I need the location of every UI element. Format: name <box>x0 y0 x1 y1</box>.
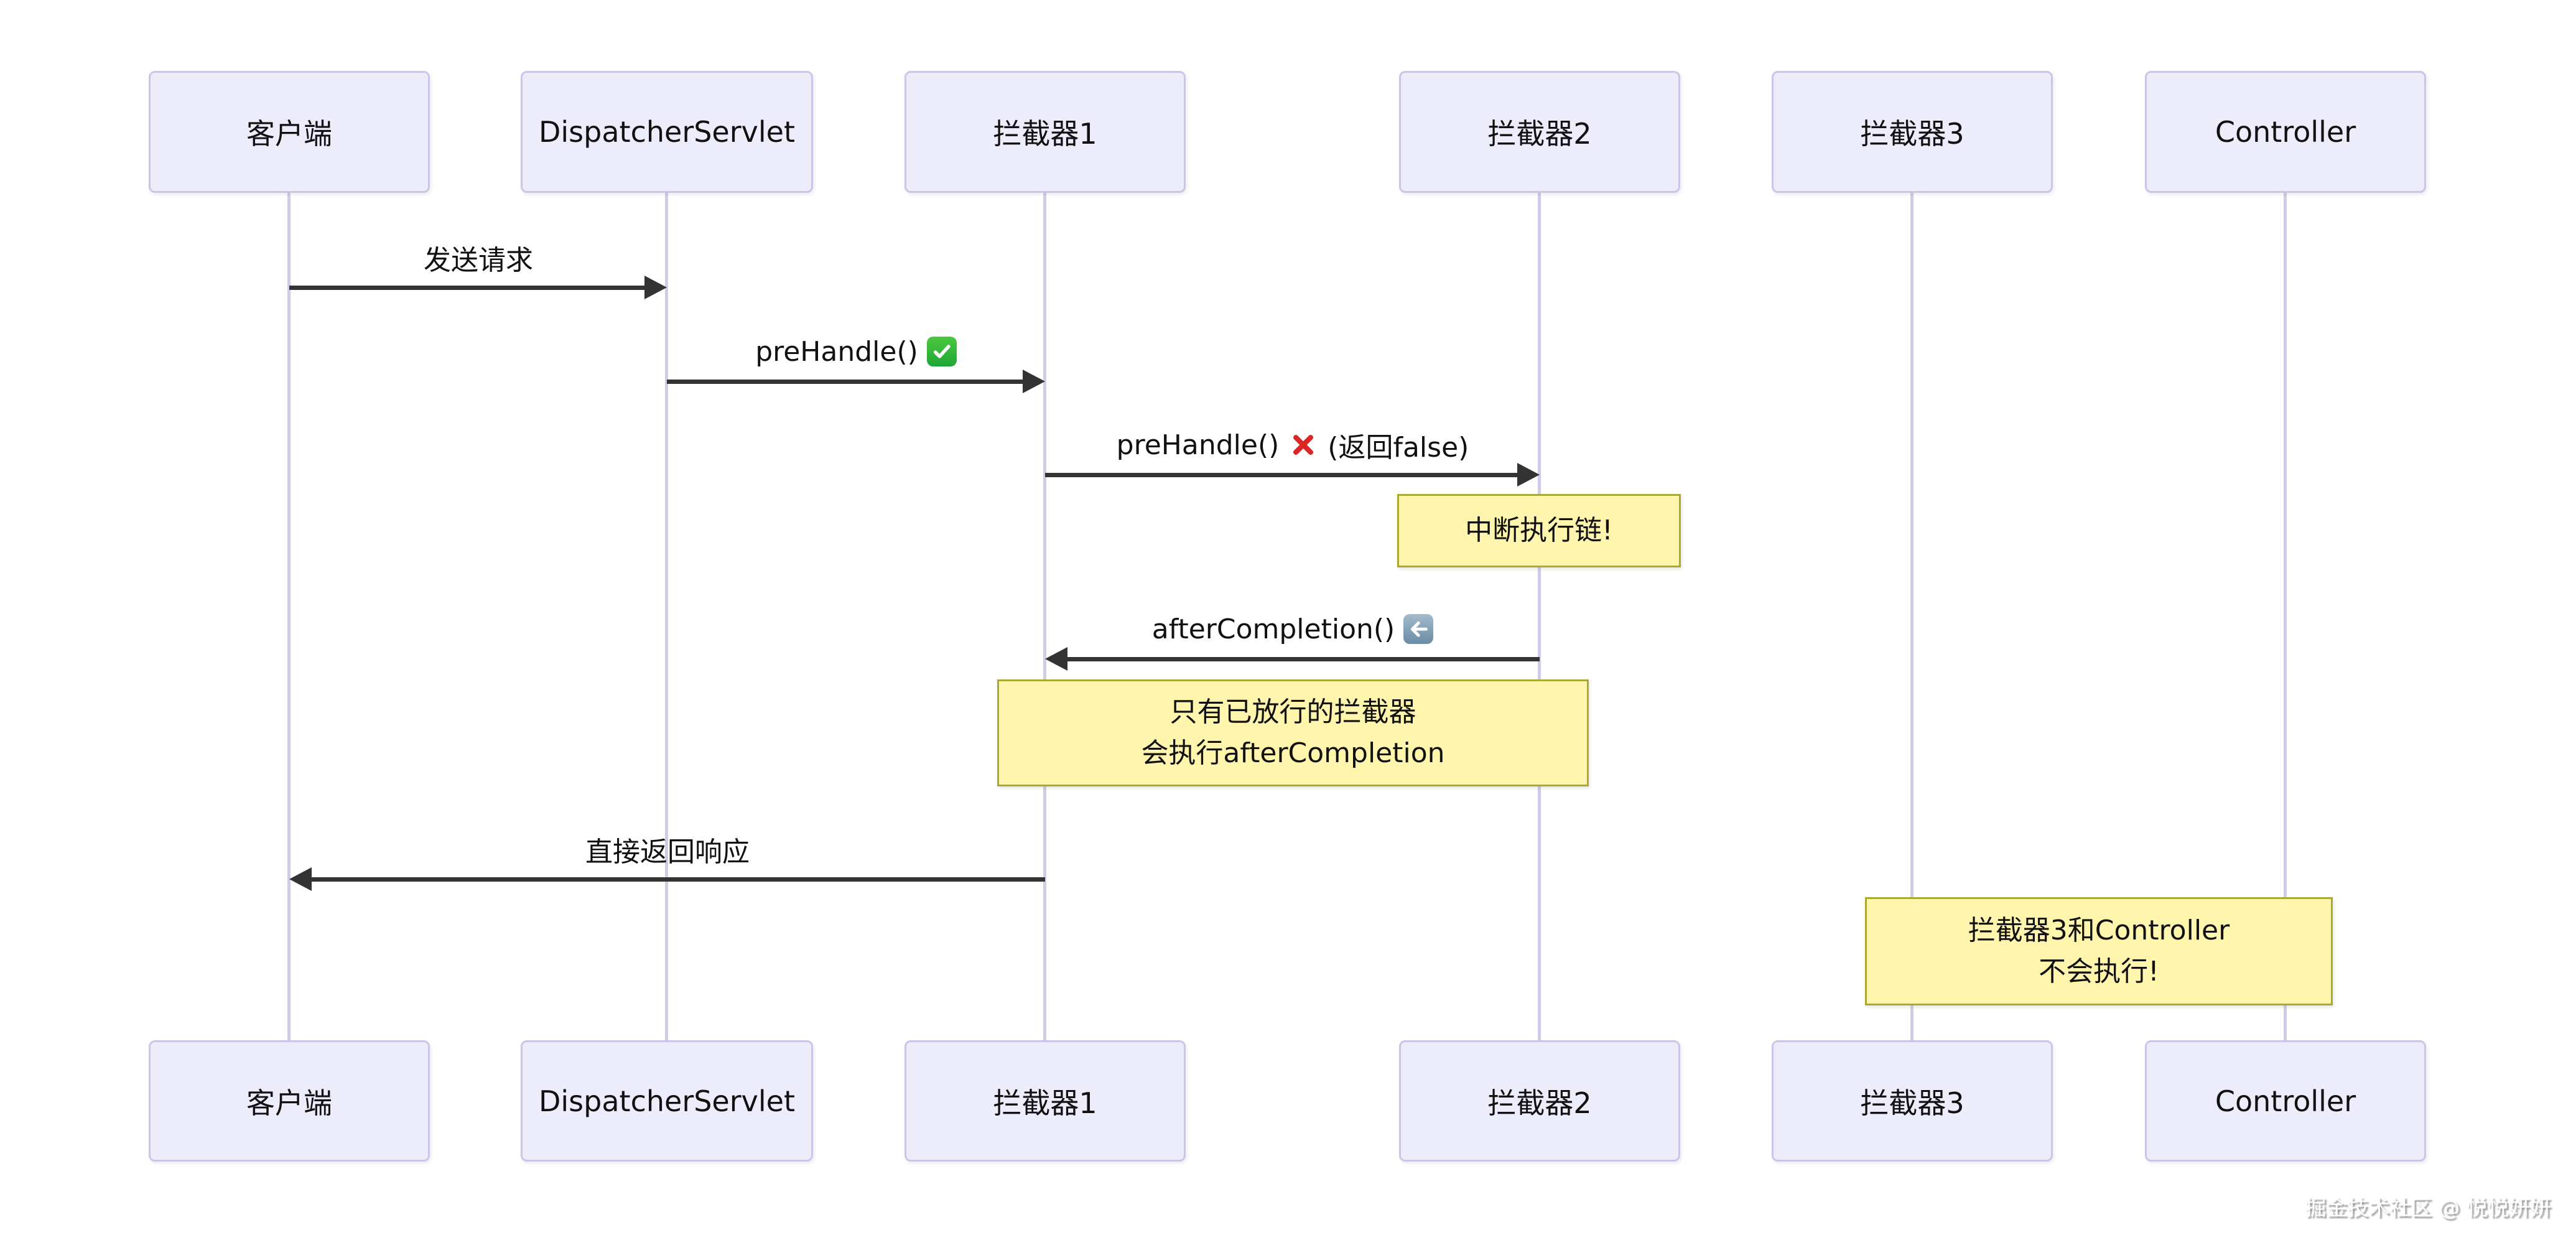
participant-top-interceptor1: 拦截器1 <box>904 71 1186 193</box>
participant-bottom-interceptor3: 拦截器3 <box>1772 1040 2053 1162</box>
arrowhead-right-icon <box>644 276 667 299</box>
lifeline-client <box>287 192 291 1040</box>
note-interrupt-chain: 中断执行链! <box>1397 494 1681 567</box>
participant-top-interceptor3: 拦截器3 <box>1772 71 2053 193</box>
note-text: 拦截器3和Controller <box>1968 915 2230 946</box>
blue-left-arrow-icon <box>1403 614 1434 644</box>
participant-label: 拦截器3 <box>1860 117 1965 151</box>
message-label-send-request: 发送请求 <box>198 238 758 277</box>
participant-bottom-controller: Controller <box>2145 1040 2426 1162</box>
participant-top-controller: Controller <box>2145 71 2426 193</box>
participant-bottom-client: 客户端 <box>149 1040 430 1162</box>
participant-label: Controller <box>2215 115 2356 149</box>
participant-bottom-interceptor1: 拦截器1 <box>904 1040 1186 1162</box>
lifeline-interceptor3 <box>1910 192 1913 1040</box>
message-text: 发送请求 <box>424 245 533 276</box>
participant-label: 拦截器2 <box>1487 1086 1592 1120</box>
arrowhead-left-icon <box>289 867 312 891</box>
lifeline-controller <box>2284 192 2287 1040</box>
participant-top-dispatcherservlet: DispatcherServlet <box>521 71 813 193</box>
note-text: 不会执行! <box>2039 956 2159 987</box>
message-arrow-send-request <box>289 286 647 290</box>
message-arrow-prehandle-fail <box>1045 473 1520 477</box>
participant-label: 客户端 <box>246 117 332 151</box>
note-not-executed: 拦截器3和Controller 不会执行! <box>1865 897 2333 1005</box>
participant-top-interceptor2: 拦截器2 <box>1399 71 1680 193</box>
message-text: preHandle() <box>1116 429 1280 461</box>
participant-label: 客户端 <box>246 1086 332 1120</box>
participant-label: DispatcherServlet <box>538 115 795 149</box>
participant-label: 拦截器3 <box>1860 1086 1965 1120</box>
participant-label: DispatcherServlet <box>538 1084 795 1118</box>
participant-label: 拦截器1 <box>993 117 1097 151</box>
participant-bottom-interceptor2: 拦截器2 <box>1399 1040 1680 1162</box>
note-text: 只有已放行的拦截器 <box>1169 696 1416 728</box>
participant-label: Controller <box>2215 1084 2356 1118</box>
green-check-icon <box>926 337 957 366</box>
participant-label: 拦截器1 <box>993 1086 1097 1120</box>
arrowhead-left-icon <box>1045 647 1067 671</box>
message-suffix: (返回false) <box>1328 432 1469 464</box>
lifeline-dispatcherservlet <box>665 192 668 1040</box>
message-label-prehandle-pass: preHandle() <box>576 332 1136 371</box>
message-label-aftercompletion: afterCompletion() <box>1013 609 1573 649</box>
lifeline-interceptor2 <box>1538 192 1541 1040</box>
participant-bottom-dispatcherservlet: DispatcherServlet <box>521 1040 813 1162</box>
red-cross-icon <box>1288 429 1319 460</box>
message-arrow-aftercompletion <box>1065 657 1540 661</box>
message-arrow-prehandle-pass <box>667 380 1025 384</box>
message-arrow-return-response <box>309 877 1045 882</box>
watermark: 掘金技术社区 @ 悦悦妍妍 <box>2305 1196 2551 1221</box>
participant-label: 拦截器2 <box>1487 117 1592 151</box>
lifeline-interceptor1 <box>1043 192 1046 1040</box>
message-text: 直接返回响应 <box>585 836 750 868</box>
message-text: afterCompletion() <box>1151 613 1395 645</box>
note-only-passed-interceptors: 只有已放行的拦截器 会执行afterCompletion <box>997 679 1589 786</box>
message-label-return-response: 直接返回响应 <box>388 829 947 869</box>
note-text: 会执行afterCompletion <box>1141 737 1445 769</box>
message-text: preHandle() <box>755 335 918 368</box>
arrowhead-right-icon <box>1517 463 1540 487</box>
note-text: 中断执行链! <box>1465 515 1613 546</box>
participant-top-client: 客户端 <box>149 71 430 193</box>
message-label-prehandle-fail: preHandle() (返回false) <box>1013 425 1573 465</box>
arrowhead-right-icon <box>1023 370 1045 393</box>
